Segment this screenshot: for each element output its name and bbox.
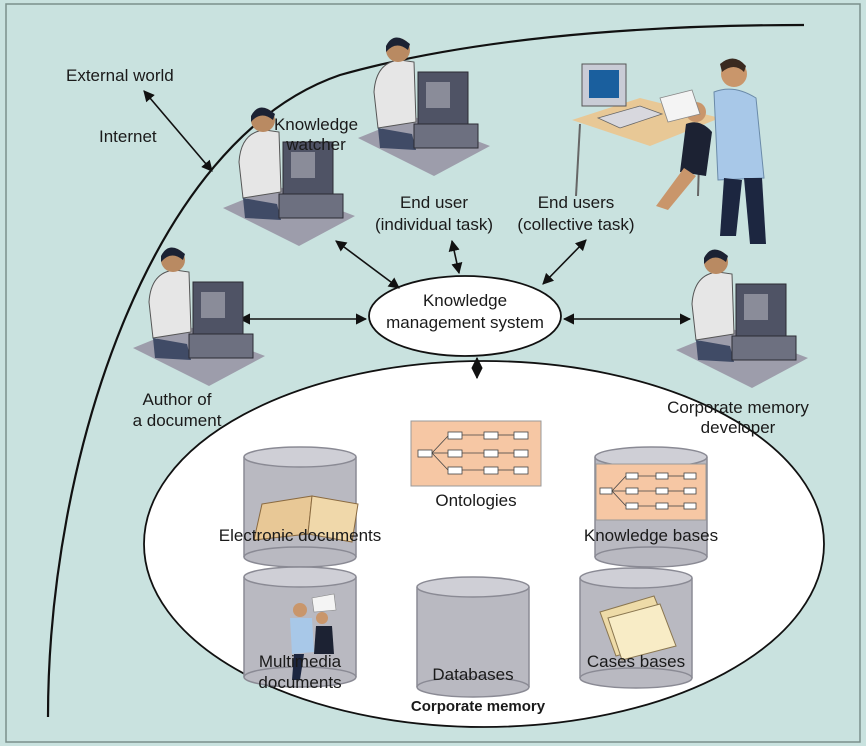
multimedia-label-line1: Multimedia [259,652,342,671]
developer-label-line2: developer [701,418,776,437]
watcher-kms-arrow [335,240,400,289]
ontologies-label: Ontologies [435,491,516,510]
author-label-line2: a document [133,411,222,430]
end-user-label-line2: (individual task) [375,215,493,234]
author-label-line1: Author of [143,390,212,409]
end-user-kms-arrow [448,239,463,275]
knowledge-watcher-label-line2: watcher [285,135,346,154]
end-users-label-line1: End users [538,193,615,212]
cases-bases-label: Cases bases [587,652,685,671]
kms-label-line1: Knowledge [423,291,507,310]
end-users-label-line2: (collective task) [517,215,634,234]
folder-icon [599,595,677,661]
databases-label: Databases [432,665,513,684]
diagram-border [5,3,861,743]
kms-label-line2: management system [386,313,544,332]
ontology-graph-icon [410,420,542,487]
open-book-icon [253,495,359,543]
internet-label: Internet [99,127,157,146]
external-world-label: External world [66,66,174,85]
corporate-memory-title: Corporate memory [411,698,546,715]
internet-arrow [143,90,213,172]
knowledge-bases-label: Knowledge bases [584,526,718,545]
meeting-group-icon [290,593,337,680]
knowledge-management-system-ellipse [368,275,562,357]
developer-label-line1: Corporate memory [667,398,809,417]
end-users-kms-arrow [542,239,587,285]
organization-boundary-curve [46,23,805,718]
knowledge-watcher-label-line1: Knowledge [274,115,358,134]
end-user-label-line1: End user [400,193,468,212]
electronic-documents-label: Electronic documents [219,526,382,545]
ontology-graph-icon [595,463,707,521]
meeting-group-icon [572,58,766,244]
multimedia-label-line2: documents [258,673,341,692]
